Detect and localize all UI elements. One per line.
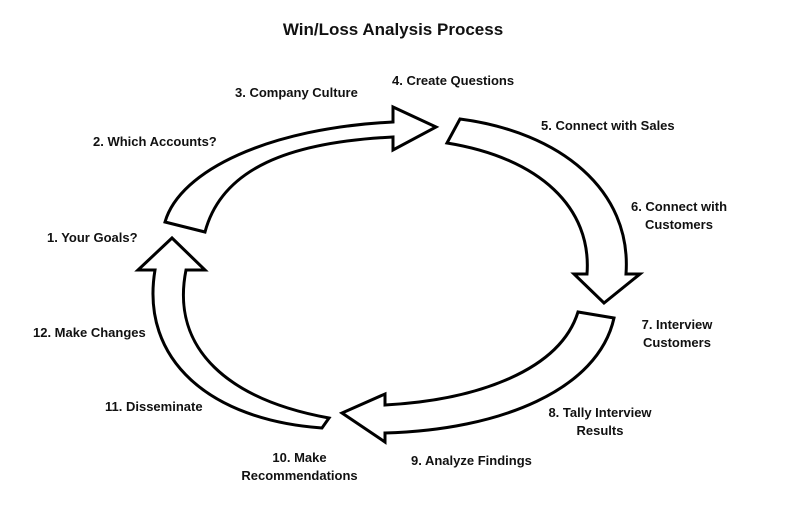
arrow-top: [163, 104, 440, 234]
step-5-label: 5. Connect with Sales: [541, 118, 675, 133]
step-8-label: 8. Tally Interview Results: [548, 405, 652, 438]
step-4-label: 4. Create Questions: [392, 73, 515, 88]
arrow-right: [444, 117, 645, 305]
step-11-label: 11. Disseminate: [105, 399, 203, 414]
arrow-left: [134, 235, 332, 430]
step-1-label: 1. Your Goals?: [47, 230, 138, 245]
step-9-label: 9. Analyze Findings: [411, 453, 532, 468]
step-2-label: 2. Which Accounts?: [93, 134, 217, 149]
diagram-title: Win/Loss Analysis Process: [282, 20, 504, 39]
step-6-label: 6. Connect with Customers: [630, 199, 728, 232]
arrow-bottom: [338, 310, 616, 445]
step-10-label: 10. Make Recommendations: [241, 450, 358, 483]
step-12-label: 12. Make Changes: [33, 325, 146, 340]
step-7-label: 7. Interview Customers: [641, 317, 713, 350]
step-3-label: 3. Company Culture: [235, 85, 358, 100]
